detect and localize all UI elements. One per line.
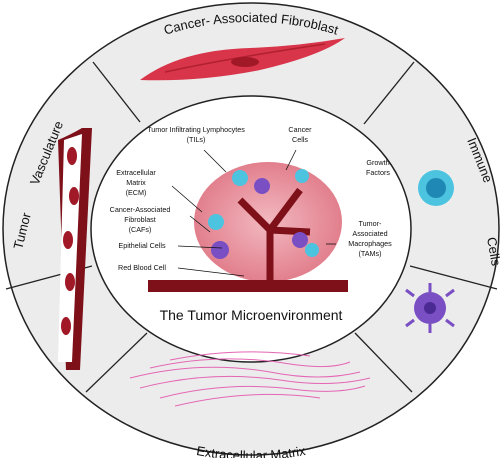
blood-vessel-illustration <box>58 128 92 370</box>
label-ecm-line3: (ECM) <box>126 188 147 197</box>
label-cancer-line1: Cancer <box>288 125 312 134</box>
immune-cells-illustration <box>405 170 455 333</box>
label-caf-line1: Cancer-Associated <box>110 205 171 214</box>
label-tam-line1: Tumor- <box>359 219 382 228</box>
label-epithelial: Epithelial Cells <box>118 241 166 250</box>
section-label-right-b: Cells <box>484 236 502 268</box>
ecm-fibers-illustration <box>129 351 371 407</box>
label-ecm-line1: Extracellular <box>116 168 156 177</box>
label-rbc: Red Blood Cell <box>118 263 166 272</box>
blood-vessel-bar <box>148 280 348 292</box>
label-connectors <box>171 149 336 277</box>
label-cancer-line2: Cells <box>292 135 308 144</box>
fibroblast-illustration <box>140 38 345 81</box>
label-tils-line1: Tumor Infiltrating Lymphocytes <box>147 125 245 134</box>
label-growth-line1: Growth <box>366 158 389 167</box>
label-tils-line2: (TILs) <box>187 135 206 144</box>
label-caf-line3: (CAFs) <box>129 225 152 234</box>
label-tam-line4: (TAMs) <box>358 249 381 258</box>
label-ecm-line2: Matrix <box>126 178 146 187</box>
tumor-mass-illustration <box>148 162 348 292</box>
label-growth-line2: Factors <box>366 168 390 177</box>
label-caf-line2: Fibroblast <box>124 215 156 224</box>
label-tam-line3: Macrophages <box>348 239 392 248</box>
label-tam-line2: Associated <box>352 229 387 238</box>
section-label-bottom: Extracellular Matrix <box>195 443 307 458</box>
diagram-title: The Tumor Microenvironment <box>160 307 343 323</box>
